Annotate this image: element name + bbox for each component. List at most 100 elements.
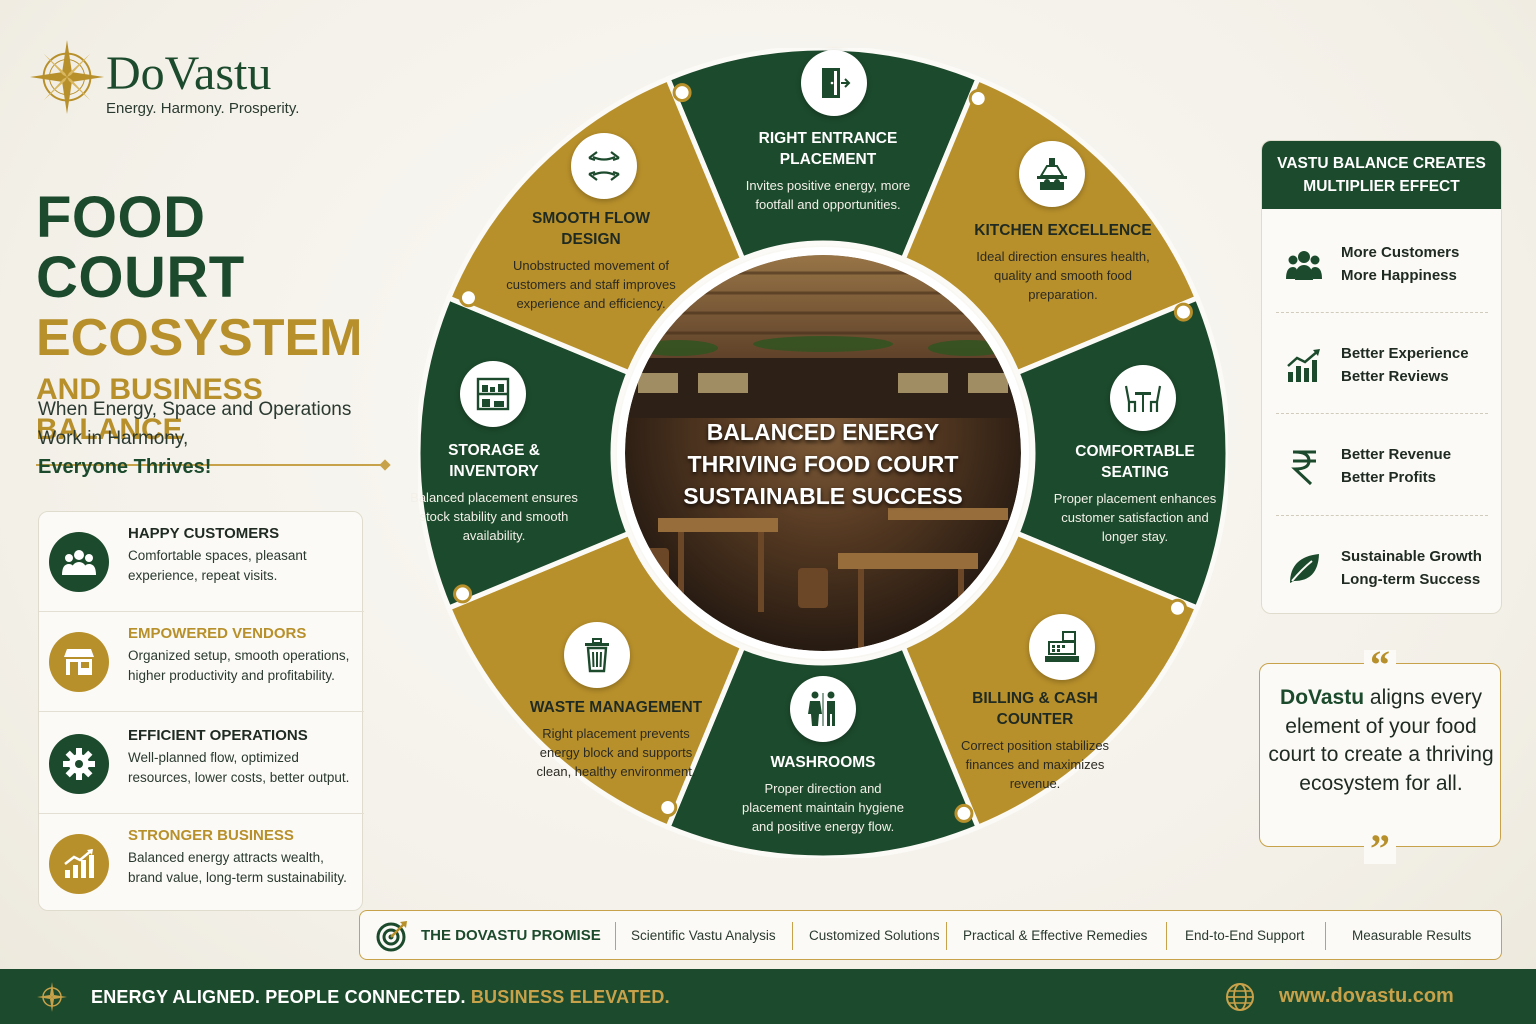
trash-icon (564, 622, 630, 688)
promise-bar: THE DOVASTU PROMISE Scientific Vastu Ana… (359, 910, 1502, 960)
promise-item: Measurable Results (1352, 928, 1472, 943)
footer-slogan: ENERGY ALIGNED. PEOPLE CONNECTED. BUSINE… (91, 987, 670, 1008)
promise-item: Customized Solutions (809, 928, 940, 943)
connector-dot (453, 584, 473, 604)
cash-register-icon (1029, 614, 1095, 680)
segment-flow: SMOOTH FLOW DESIGN Unobstructed movement… (501, 208, 681, 313)
compass-logo-icon (29, 39, 105, 115)
title-line-3: AND BUSINESS BALANCE (36, 373, 263, 446)
segment-title: SMOOTH FLOW DESIGN (532, 210, 650, 248)
multiplier-panel: VASTU BALANCE CREATES MULTIPLIER EFFECT … (1261, 140, 1502, 614)
multiplier-line-2: Better Reviews (1341, 368, 1449, 385)
multiplier-line-1: Better Revenue (1341, 446, 1452, 463)
segment-entrance: RIGHT ENTRANCE PLACEMENT Invites positiv… (738, 128, 918, 214)
page-title: FOOD COURT ECOSYSTEM AND BUSINESS BALANC… (36, 188, 416, 466)
segment-desc: Proper placement enhances customer satis… (1053, 491, 1217, 544)
compass-icon (37, 982, 67, 1012)
connector-dot (672, 83, 692, 103)
wheel-segments (418, 48, 1228, 858)
center-line-3: SUSTAINABLE SUCCESS (683, 483, 963, 509)
multiplier-line-1: More Customers (1341, 244, 1460, 261)
connector-dot (1173, 302, 1193, 322)
benefit-desc: Well-planned flow, optimized resources, … (128, 750, 350, 785)
promise-item: End-to-End Support (1185, 928, 1305, 943)
benefit-title: STRONGER BUSINESS (128, 827, 294, 844)
wheel-segment (900, 530, 1201, 831)
benefit-title: EFFICIENT OPERATIONS (128, 727, 308, 744)
brand-header: DoVastu Energy. Harmony. Prosperity. (28, 38, 348, 128)
store-icon (49, 632, 109, 692)
connector-dot (954, 803, 974, 823)
wheel-connector-dots (453, 83, 1193, 823)
website-link[interactable]: www.dovastu.com (1279, 985, 1454, 1007)
vastu-wheel: BALANCED ENERGY THRIVING FOOD COURT SUST… (410, 48, 1228, 858)
separator (946, 922, 947, 950)
multiplier-line-2: Long-term Success (1341, 571, 1481, 588)
washroom-icon (790, 676, 856, 742)
separator (792, 922, 793, 950)
connector-dot (658, 798, 678, 818)
multiplier-line-2: Better Profits (1341, 469, 1437, 486)
segment-title: KITCHEN EXCELLENCE (974, 222, 1152, 239)
food-court-photo (625, 255, 1021, 651)
leaf-icon (1284, 549, 1324, 589)
promise-item: Scientific Vastu Analysis (631, 928, 776, 943)
quote-box: “ DoVastu aligns every element of your f… (1259, 645, 1501, 869)
gear-icon (49, 734, 109, 794)
rupee-icon (1284, 447, 1324, 487)
title-divider (36, 464, 381, 466)
wheel-segment (664, 48, 982, 263)
segment-storage: STORAGE & INVENTORY Balanced placement e… (404, 440, 584, 545)
seating-icon (1110, 365, 1176, 431)
customers-icon (49, 532, 109, 592)
divider (1276, 515, 1488, 516)
wheel-graphic (418, 48, 1228, 858)
footer-bar: ENERGY ALIGNED. PEOPLE CONNECTED. BUSINE… (0, 969, 1536, 1024)
intro-text: When Energy, Space and Operations Work i… (38, 395, 398, 482)
segment-desc: Ideal direction ensures health, quality … (976, 249, 1150, 302)
people-icon (1284, 245, 1324, 285)
promise-item: Practical & Effective Remedies (963, 928, 1148, 943)
separator (1325, 922, 1326, 950)
segment-desc: Unobstructed movement of customers and s… (506, 258, 676, 311)
wheel-segment (900, 75, 1201, 376)
benefit-item: EFFICIENT OPERATIONS Well-planned flow, … (39, 714, 364, 814)
title-line-2: ECOSYSTEM (36, 309, 363, 367)
connector-dot (968, 88, 988, 108)
segment-title: WASTE MANAGEMENT (529, 699, 703, 716)
segment-billing: BILLING & CASH COUNTER Correct position … (945, 688, 1125, 793)
segment-title: STORAGE & INVENTORY (448, 442, 540, 480)
quote-body: aligns every element of your food court … (1268, 686, 1494, 795)
kitchen-hood-icon (1019, 141, 1085, 207)
flow-arrows-icon (571, 133, 637, 199)
benefit-desc: Comfortable spaces, pleasant experience,… (128, 548, 307, 583)
benefit-item: HAPPY CUSTOMERS Comfortable spaces, plea… (39, 512, 364, 612)
segment-title: RIGHT ENTRANCE PLACEMENT (758, 130, 898, 168)
center-line-2: THRIVING FOOD COURT (687, 451, 959, 477)
title-line-1: FOOD COURT (36, 185, 245, 310)
benefit-title: EMPOWERED VENDORS (128, 625, 307, 642)
divider (1276, 413, 1488, 414)
segment-seating: COMFORTABLE SEATING Proper placement enh… (1045, 441, 1225, 546)
multiplier-line-1: Better Experience (1341, 345, 1469, 362)
open-quote-icon: “ (1364, 645, 1396, 685)
center-message: BALANCED ENERGY THRIVING FOOD COURT SUST… (663, 416, 983, 512)
growth-chart-icon (49, 834, 109, 894)
segment-desc: Invites positive energy, more footfall a… (745, 178, 911, 212)
connector-dot (458, 288, 478, 308)
segment-waste: WASTE MANAGEMENT Right placement prevent… (526, 697, 706, 781)
segment-desc: Correct position stabilizes finances and… (960, 738, 1110, 791)
footer-slogan-part-1: ENERGY ALIGNED. PEOPLE CONNECTED. (91, 987, 471, 1007)
door-icon (801, 50, 867, 116)
segment-washrooms: WASHROOMS Proper direction and placement… (733, 752, 913, 836)
quote-brand: DoVastu (1280, 686, 1365, 709)
benefit-item: STRONGER BUSINESS Balanced energy attrac… (39, 814, 364, 914)
multiplier-line-2: More Happiness (1341, 267, 1457, 284)
benefit-item: EMPOWERED VENDORS Organized setup, smoot… (39, 612, 364, 712)
benefit-title: HAPPY CUSTOMERS (128, 525, 280, 542)
intro-line-2: Work in Harmony, (38, 428, 189, 449)
connector-dot (1168, 598, 1188, 618)
